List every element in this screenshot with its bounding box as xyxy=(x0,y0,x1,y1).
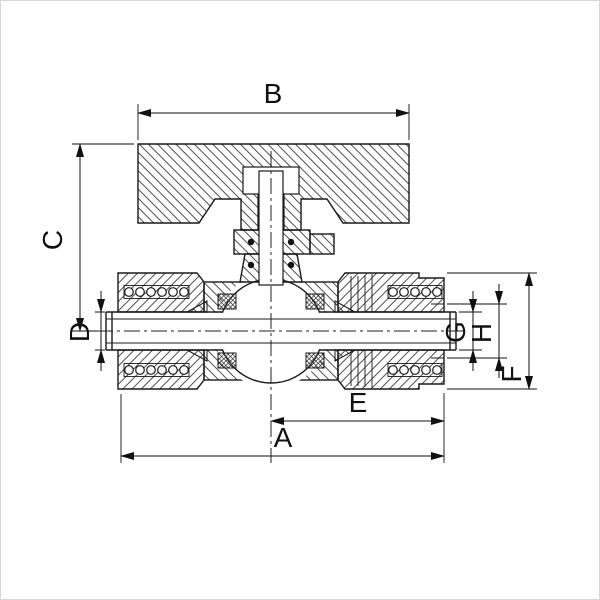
knurl-lines-right xyxy=(350,274,373,388)
dimension-B: B xyxy=(137,78,410,140)
tube-left xyxy=(106,311,223,351)
left-compression-fitting xyxy=(117,272,208,390)
thread-zone-lower-right xyxy=(387,363,443,377)
centerlines xyxy=(97,151,465,463)
dimension-C: C xyxy=(37,143,134,332)
stem-nut-tab xyxy=(309,233,335,255)
dimension-F: F xyxy=(447,272,537,390)
o-rings xyxy=(247,238,295,269)
seat-upper-left xyxy=(217,293,237,310)
seat-upper-right xyxy=(305,293,325,310)
dimension-A: A xyxy=(120,394,445,463)
dimension-label-C: C xyxy=(37,230,68,250)
dimension-H: H xyxy=(447,284,507,378)
dimension-label-E: E xyxy=(349,387,368,418)
dimension-label-A: A xyxy=(274,422,293,453)
thread-zone-upper-left xyxy=(123,285,190,299)
dimension-label-H: H xyxy=(466,323,497,343)
dimension-E: E xyxy=(270,387,445,463)
thread-coils-right xyxy=(388,287,442,375)
dimension-label-D: D xyxy=(64,322,95,342)
dimension-D: D xyxy=(64,291,105,371)
thread-coils-left xyxy=(124,287,189,375)
dimension-label-B: B xyxy=(264,78,283,109)
dimension-G: G xyxy=(440,291,482,371)
seat-lower-left xyxy=(217,352,237,369)
seat-lower-right xyxy=(305,352,325,369)
bore-walls xyxy=(106,318,456,344)
counterbore-step-right xyxy=(431,303,444,359)
right-compression-fitting xyxy=(334,272,445,390)
dimension-label-F: F xyxy=(496,365,527,382)
tube-right xyxy=(319,311,456,351)
thread-zone-upper-right xyxy=(387,285,443,299)
dimension-label-G: G xyxy=(440,321,471,343)
thread-zone-lower-left xyxy=(123,363,190,377)
